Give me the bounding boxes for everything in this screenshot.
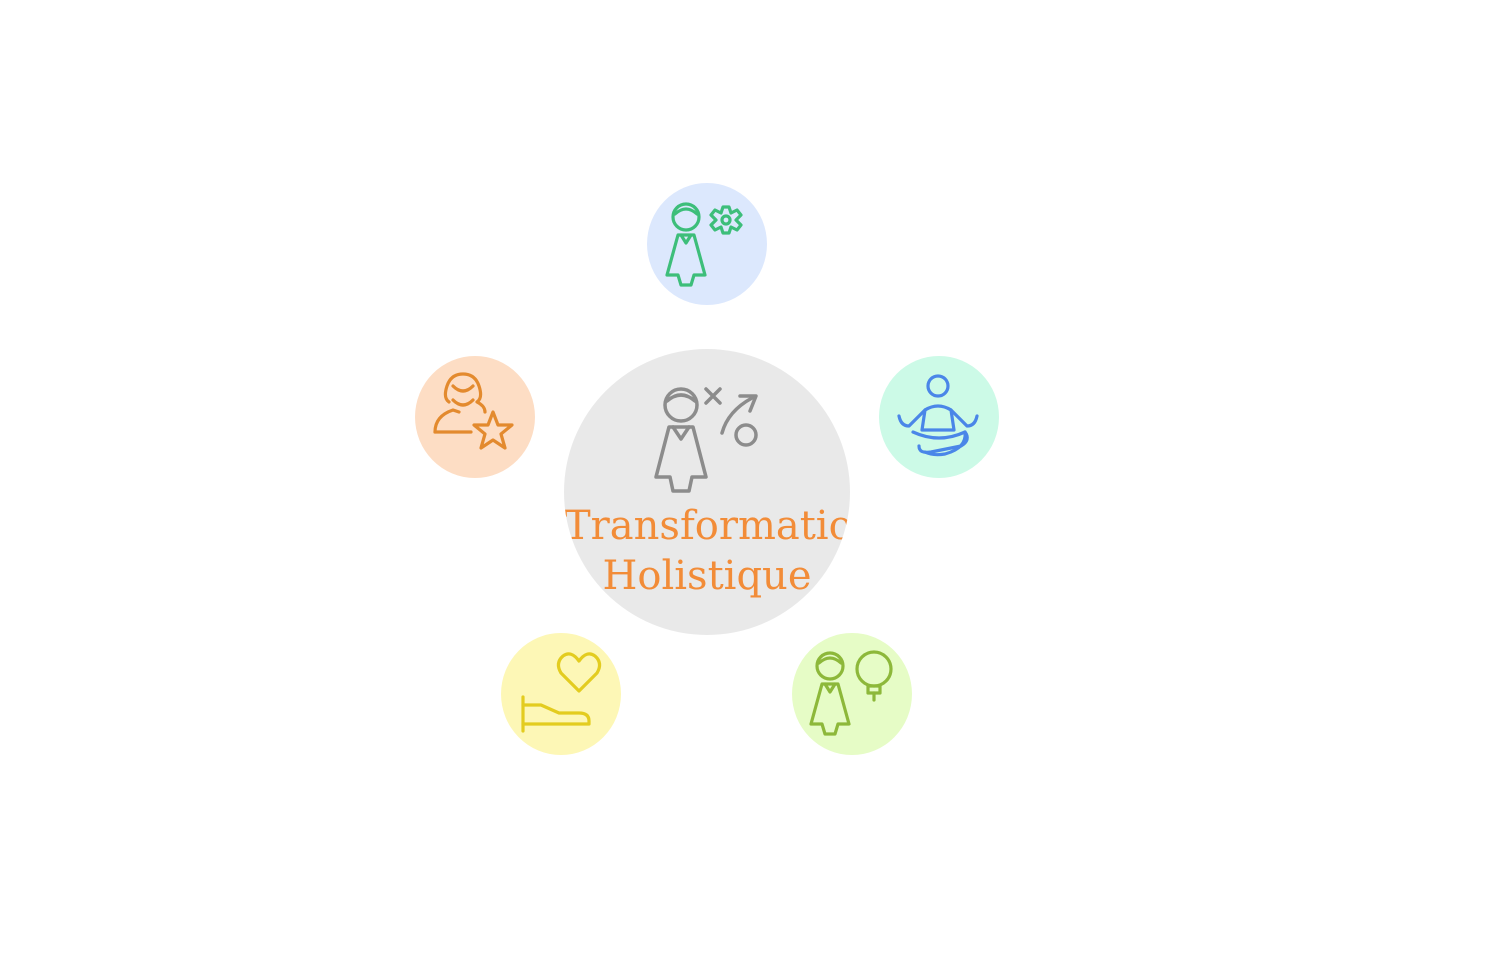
center-title-line1: Transformation — [564, 503, 850, 549]
node-bottom-right — [792, 633, 912, 755]
coach-strategy-icon — [654, 387, 758, 493]
center-node: Transformation Holistique — [564, 349, 850, 635]
meditation-icon — [897, 374, 979, 457]
bed-heart-icon — [521, 652, 602, 733]
person-lightbulb-icon — [809, 650, 893, 736]
woman-star-icon — [433, 372, 514, 450]
node-right — [879, 356, 999, 478]
person-gear-icon — [665, 202, 743, 287]
node-left — [415, 356, 535, 478]
center-title-line2: Holistique — [602, 553, 812, 599]
node-bottom-left — [501, 633, 621, 755]
node-top — [647, 183, 767, 305]
center-title: Transformation Holistique — [564, 501, 850, 601]
